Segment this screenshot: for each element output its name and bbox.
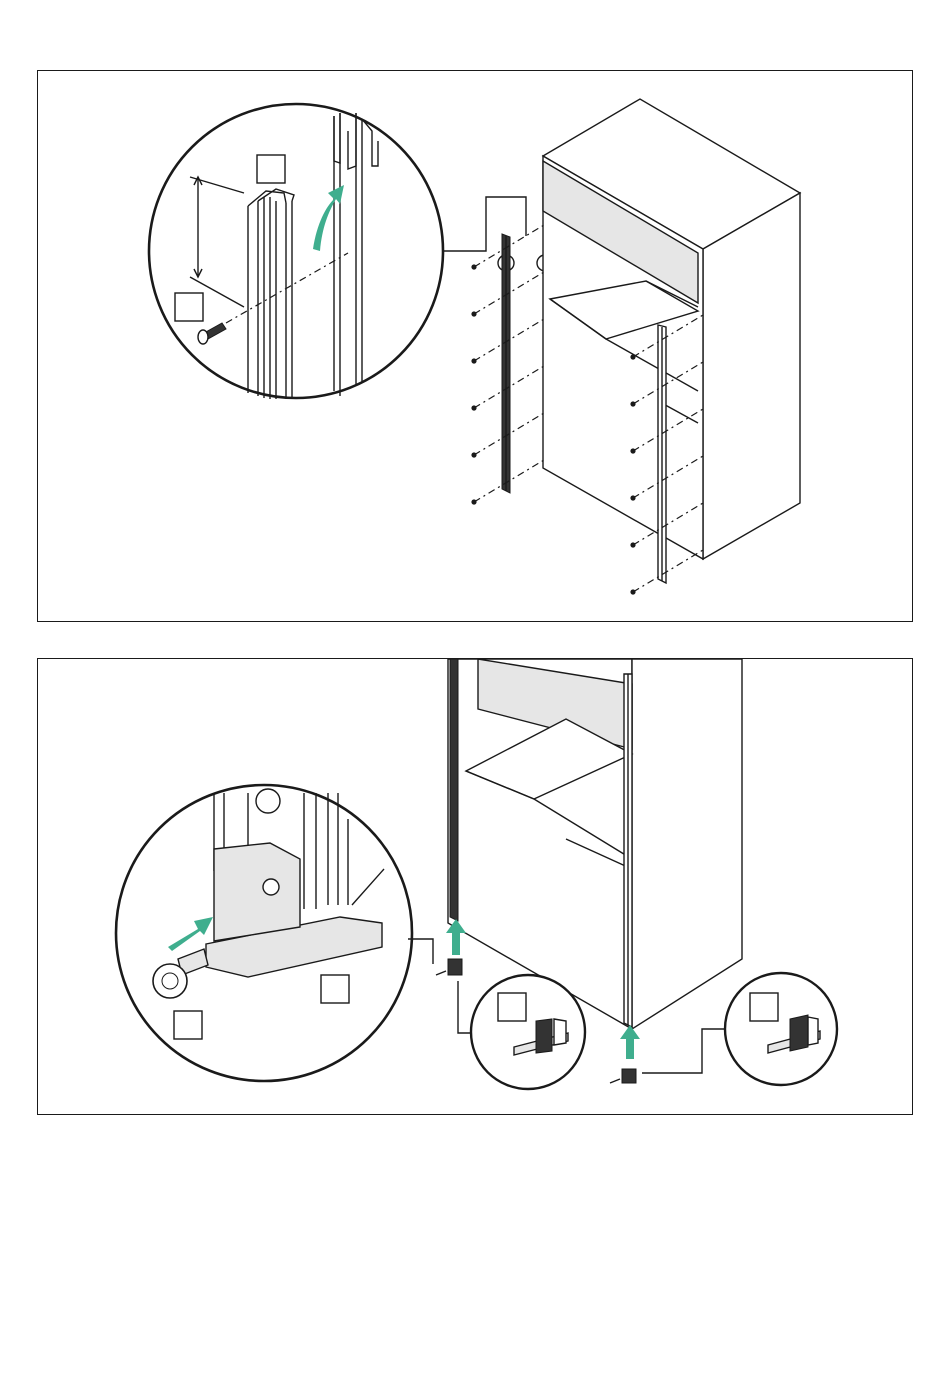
screw-icon [471,264,476,269]
screw-icon [630,354,635,359]
screw-icon [630,495,635,500]
screw-guide-line [633,550,703,592]
screw-icon [630,542,635,547]
vertical-rail-right [658,325,666,583]
cabinet-illustration [543,99,800,559]
label-box [321,975,349,1003]
vertical-rail-left [502,234,510,493]
label-box [498,993,526,1021]
screw-icon [471,499,476,504]
label-box [175,293,203,321]
screw-icon [630,401,635,406]
cabinet-illustration [448,659,742,1029]
bottom-bracket-left [436,919,466,975]
bottom-illustration [38,659,914,1116]
label-box [257,155,285,183]
bottom-bracket-right [610,1025,640,1083]
screw-icon [471,452,476,457]
screw-icon [630,589,635,594]
label-box [174,1011,202,1039]
detail-circle-bracket [116,785,412,1081]
step-panel-bottom [37,658,913,1115]
screw-icon [471,311,476,316]
screw-icon [630,448,635,453]
label-box [750,993,778,1021]
screw-icon [471,405,476,410]
step-panel-top [37,70,913,622]
detail-circle-rail [149,104,443,399]
screw-icon [471,358,476,363]
top-illustration [38,71,914,623]
